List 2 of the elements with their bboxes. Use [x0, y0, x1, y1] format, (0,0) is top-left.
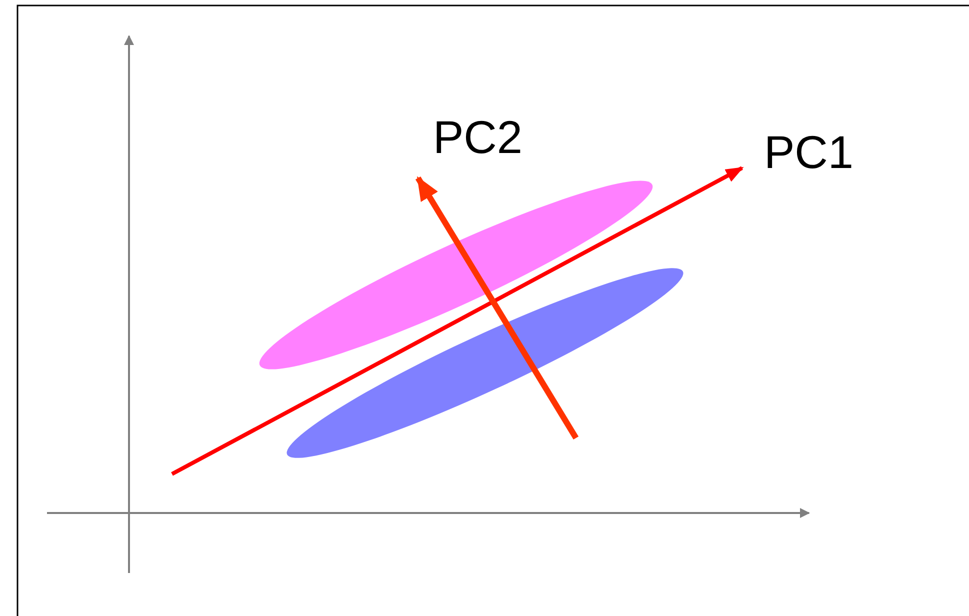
component-label: PC2 — [433, 113, 522, 161]
component-label: PC1 — [764, 128, 854, 176]
